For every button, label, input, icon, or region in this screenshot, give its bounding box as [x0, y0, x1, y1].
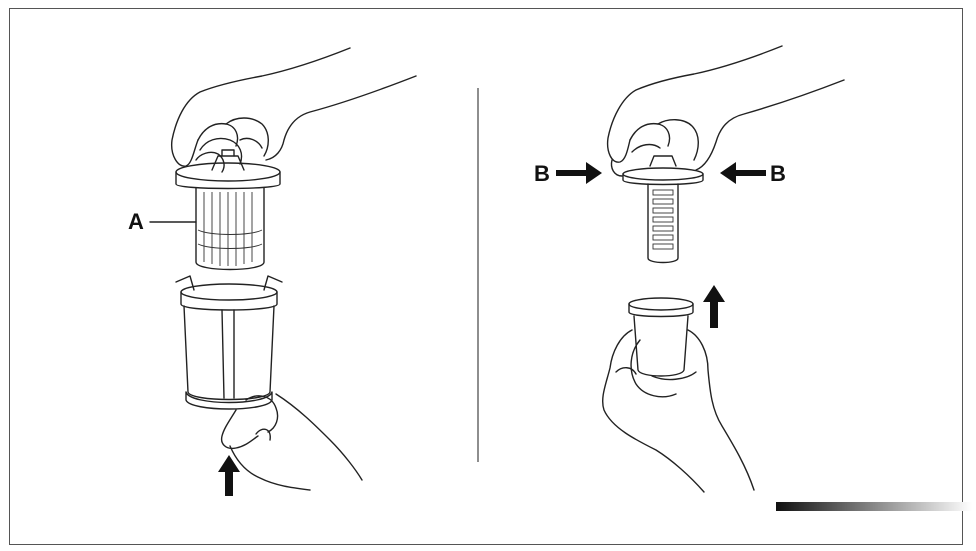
- label-a: A: [128, 209, 144, 234]
- arrow-right-icon: [556, 162, 602, 184]
- hand-icon: [606, 45, 845, 177]
- illustration-frame: [9, 8, 963, 545]
- arrow-up-icon: [703, 285, 725, 328]
- left-panel: A: [128, 47, 417, 496]
- mesh-filter-basket: [175, 275, 283, 410]
- hand-icon: [220, 393, 363, 491]
- right-panel: B B: [534, 45, 845, 493]
- arrow-up-icon: [218, 455, 240, 496]
- inner-filter: [622, 155, 704, 264]
- hand-icon: [601, 329, 755, 493]
- mesh-filter-held: [628, 297, 694, 377]
- decorative-gradient-bar: [776, 502, 972, 511]
- hand-icon: [171, 47, 417, 173]
- arrow-left-icon: [720, 162, 766, 184]
- label-b-right: B: [770, 161, 786, 186]
- filter-a: [175, 149, 281, 271]
- label-b-left: B: [534, 161, 550, 186]
